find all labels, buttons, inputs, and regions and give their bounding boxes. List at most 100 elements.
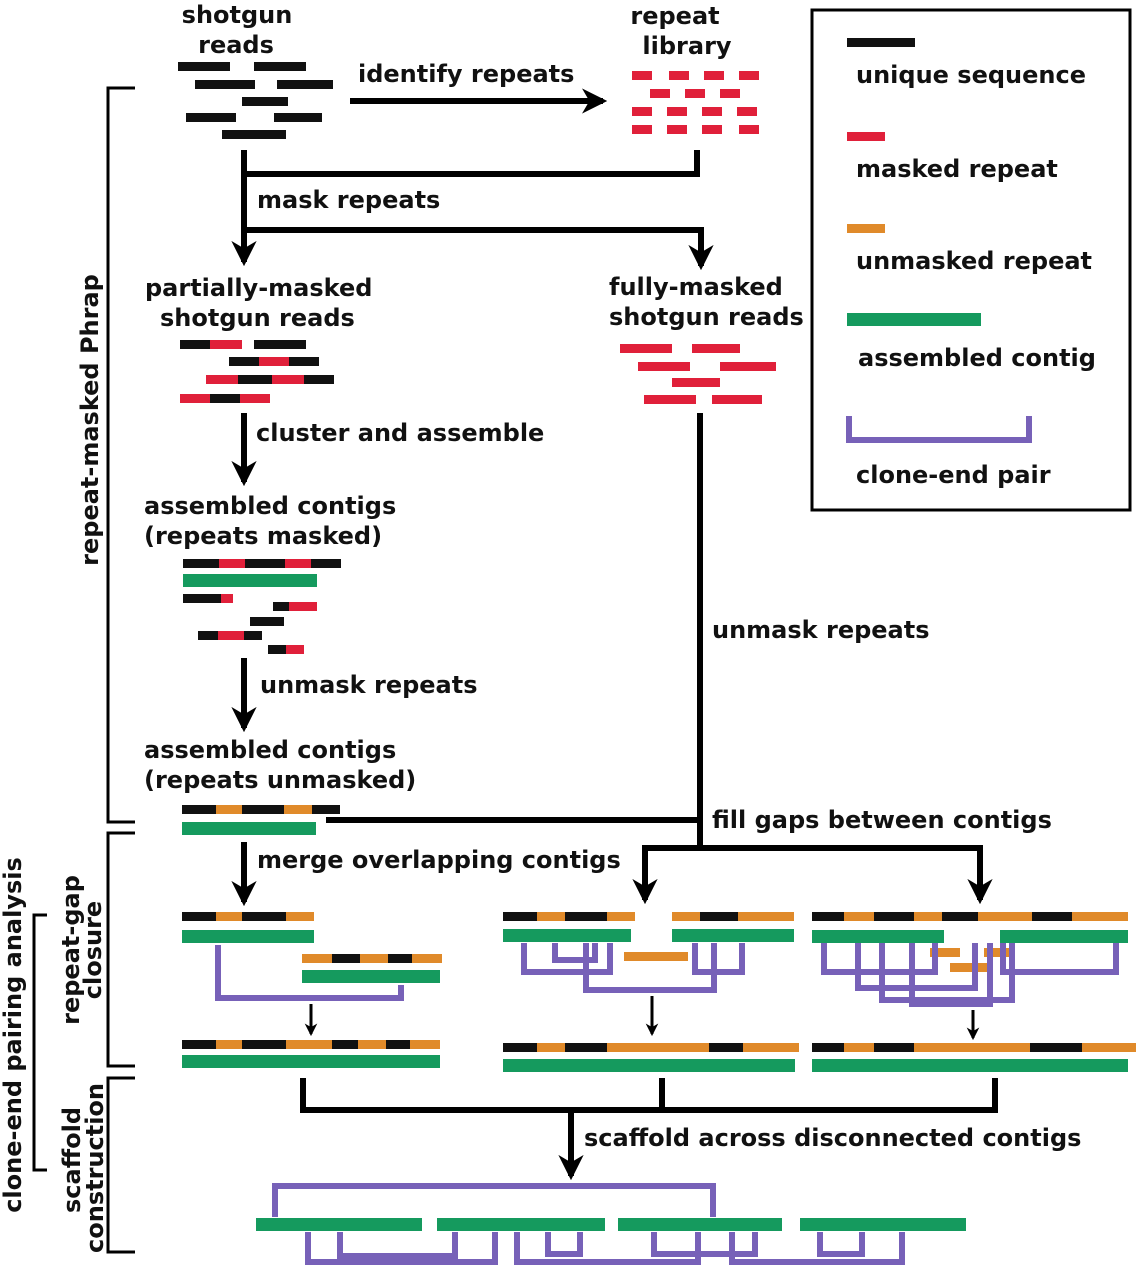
- node-contigs-masked-line1: assembled contigs: [144, 492, 396, 520]
- bracket-clone-end: [32, 913, 47, 1172]
- side-label-scaffold-line1: scaffold: [58, 1107, 86, 1213]
- seq-seg-39: [720, 362, 776, 371]
- seq-seg-106: [503, 1059, 795, 1072]
- seq-seg-78: [216, 1040, 242, 1049]
- seq-seg-84: [410, 1040, 440, 1049]
- clone-end-pair-140: [514, 1232, 701, 1265]
- seq-seg-7: [222, 130, 286, 139]
- seq-seg-5: [186, 113, 236, 122]
- seq-seg-132: [812, 1059, 1128, 1072]
- seq-seg-102: [565, 1043, 607, 1052]
- arrow-mask-right: [244, 227, 714, 271]
- seq-seg-94: [672, 929, 794, 942]
- node-labels: shotgun reads repeat library partially-m…: [144, 1, 804, 794]
- seq-seg-58: [286, 645, 304, 654]
- seq-seg-36: [620, 344, 672, 353]
- seq-seg-107: [812, 912, 844, 921]
- seq-seg-101: [537, 1043, 565, 1052]
- seq-seg-50: [221, 594, 233, 603]
- clone-end-pair-133: [272, 1183, 716, 1217]
- seq-seg-126: [812, 1043, 844, 1052]
- clone-end-pair-122: [855, 943, 978, 991]
- node-contigs-masked-line2: (repeats masked): [144, 522, 382, 550]
- seq-seg-120: [950, 963, 990, 972]
- seq-seg-41: [644, 395, 696, 404]
- side-label-phrap: repeat-masked Phrap: [76, 274, 104, 566]
- seq-seg-30: [238, 375, 272, 384]
- bracket-phrap: [106, 86, 135, 824]
- bracket-scaffold: [106, 1076, 135, 1254]
- seq-seg-82: [358, 1040, 386, 1049]
- clone-end-pair-144: [817, 1232, 865, 1257]
- seq-seg-33: [180, 394, 210, 403]
- clone-end-pair-96: [521, 943, 613, 975]
- seq-seg-135: [437, 1218, 605, 1231]
- clone-end-pair-143: [729, 1232, 905, 1265]
- seq-seg-100: [503, 1043, 537, 1052]
- seq-seg-111: [942, 912, 978, 921]
- seq-seg-93: [503, 929, 631, 942]
- step-cluster-assemble: cluster and assemble: [256, 419, 544, 447]
- seq-seg-38: [638, 362, 690, 371]
- seq-seg-34: [210, 394, 240, 403]
- clone-end-pair-125: [1000, 943, 1119, 975]
- seq-seg-115: [1072, 912, 1128, 921]
- seq-seg-20: [667, 125, 687, 134]
- seq-seg-15: [632, 107, 652, 116]
- seq-seg-69: [182, 930, 314, 943]
- seq-seg-59: [182, 805, 216, 814]
- seq-seg-92: [738, 912, 794, 921]
- step-scaffold: scaffold across disconnected contigs: [584, 1124, 1081, 1152]
- sequence-glyphs: [178, 62, 1136, 1265]
- seq-seg-83: [386, 1040, 410, 1049]
- seq-seg-46: [285, 559, 311, 568]
- legend-swatch-unmasked: [847, 224, 885, 233]
- legend-box: [810, 8, 1132, 512]
- seq-seg-80: [286, 1040, 332, 1049]
- line-scaffold-join: [300, 1078, 998, 1113]
- seq-seg-104: [709, 1043, 743, 1052]
- side-labels: repeat-masked Phrap repeat-gap closure s…: [0, 274, 109, 1253]
- legend-swatch-contig: [847, 313, 981, 326]
- seq-seg-117: [1000, 930, 1128, 943]
- seq-seg-66: [216, 912, 242, 921]
- seq-seg-49: [183, 594, 221, 603]
- seq-seg-87: [537, 912, 565, 921]
- line-library-join: [244, 150, 700, 177]
- seq-seg-110: [914, 912, 942, 921]
- side-label-scaffold-line2: construction: [81, 1083, 109, 1253]
- seq-seg-119: [984, 948, 1012, 957]
- node-partially-masked-line1: partially-masked: [145, 274, 372, 302]
- side-label-clone-end: clone-end pairing analysis: [0, 857, 27, 1213]
- seq-seg-17: [702, 107, 722, 116]
- seq-seg-68: [286, 912, 314, 921]
- seq-seg-42: [712, 395, 762, 404]
- seq-seg-65: [182, 912, 216, 921]
- clone-end-pair-138: [305, 1232, 498, 1265]
- line-fill-branch: [642, 845, 983, 895]
- seq-seg-56: [244, 631, 262, 640]
- seq-seg-62: [284, 805, 312, 814]
- seq-seg-91: [700, 912, 738, 921]
- seq-seg-22: [739, 125, 759, 134]
- seq-seg-113: [1000, 912, 1032, 921]
- legend-swatches: [846, 38, 1032, 443]
- seq-seg-54: [198, 631, 218, 640]
- step-identify-repeats: identify repeats: [358, 60, 574, 88]
- seq-seg-8: [632, 71, 652, 80]
- seq-seg-90: [672, 912, 700, 921]
- seq-seg-19: [632, 125, 652, 134]
- seq-seg-13: [685, 89, 705, 98]
- seq-seg-10: [704, 71, 724, 80]
- seq-seg-31: [272, 375, 304, 384]
- seq-seg-103: [607, 1043, 709, 1052]
- seq-seg-11: [739, 71, 759, 80]
- legend-label-contig: assembled contig: [858, 344, 1096, 372]
- seq-seg-40: [672, 378, 720, 387]
- seq-seg-24: [210, 340, 242, 349]
- seq-seg-21: [702, 125, 722, 134]
- seq-seg-114: [1032, 912, 1072, 921]
- side-label-repeat-gap-line2: closure: [79, 901, 107, 999]
